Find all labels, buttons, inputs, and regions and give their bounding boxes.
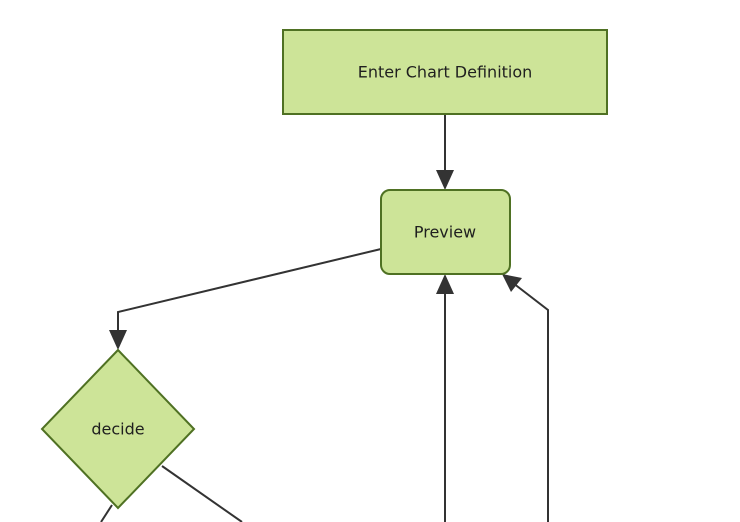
edge-preview-to-decide-line [117, 248, 382, 336]
edge-enter-to-preview[interactable] [436, 114, 454, 190]
edge-bottom-center-to-preview-arrowhead [436, 274, 454, 294]
edge-decide-bottom-out[interactable] [100, 504, 113, 522]
node-decide-shape [40, 348, 196, 510]
node-preview-label: Preview [414, 223, 476, 242]
node-enter-chart-definition-shape [282, 29, 608, 115]
node-group: Enter Chart Definition Preview decide [40, 29, 608, 510]
node-enter-chart-definition-label: Enter Chart Definition [358, 63, 533, 82]
node-preview-shape [380, 189, 511, 275]
node-preview[interactable]: Preview [380, 189, 511, 275]
edge-bottom-right-to-preview-line [512, 282, 549, 522]
edge-decide-right-out-line [161, 465, 243, 522]
node-decide-label: decide [91, 420, 144, 439]
edge-bottom-center-to-preview[interactable] [436, 274, 454, 522]
node-enter-chart-definition[interactable]: Enter Chart Definition [282, 29, 608, 115]
edge-enter-to-preview-arrowhead [436, 170, 454, 190]
edge-bottom-right-to-preview-arrowhead [502, 274, 522, 292]
edge-decide-bottom-out-line [100, 504, 113, 522]
edge-decide-right-out[interactable] [161, 465, 243, 522]
node-decide[interactable]: decide [40, 348, 196, 510]
edge-preview-to-decide[interactable] [109, 248, 382, 350]
edge-bottom-right-to-preview[interactable] [502, 274, 549, 522]
edge-preview-to-decide-arrowhead [109, 330, 127, 350]
edge-group [100, 114, 549, 522]
